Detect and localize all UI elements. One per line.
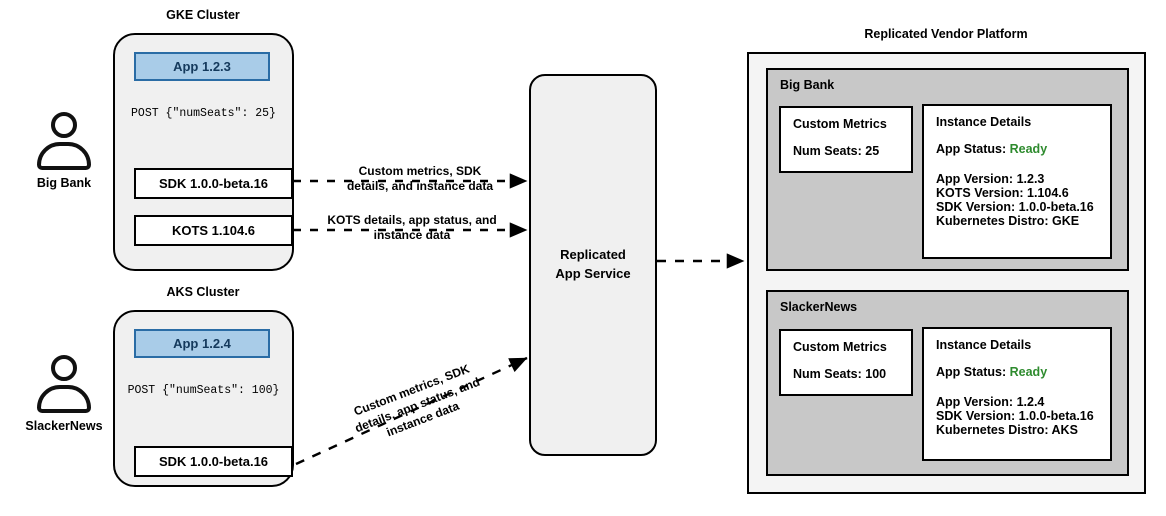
detail-row-app-version: App Version: 1.2.3 <box>936 172 1045 186</box>
aks-cluster-title: AKS Cluster <box>166 285 240 299</box>
edge-label-gke-kots: KOTS details, app status, and instance d… <box>312 213 512 243</box>
instance-details-card-big-bank: Instance Details App Status: Ready App V… <box>922 104 1112 259</box>
app-status-row: App Status: Ready <box>936 365 1098 379</box>
service-label-line-1: Replicated <box>560 247 626 263</box>
edge-label-line-1: Custom metrics, SDK <box>358 164 482 178</box>
spacer <box>936 352 1098 365</box>
edge-label-gke-sdk: Custom metrics, SDK details, and instanc… <box>330 164 510 194</box>
custom-metrics-card-slackernews: Custom Metrics Num Seats: 100 <box>779 329 913 396</box>
num-seats-value: Num Seats: 100 <box>793 367 887 381</box>
person-head-icon <box>51 112 77 138</box>
actor-label-slackernews: SlackerNews <box>25 419 103 433</box>
actor-label-big-bank: Big Bank <box>36 176 92 190</box>
service-label-line-2: App Service <box>555 266 631 281</box>
app-status-label: App Status: <box>936 142 1007 156</box>
person-body-icon <box>37 385 91 413</box>
edge-label-line-2: details, and instance data <box>346 179 494 193</box>
tenant-name-slackernews: SlackerNews <box>780 300 858 314</box>
service-label: Replicated App Service <box>555 246 630 284</box>
custom-metrics-card-big-bank: Custom Metrics Num Seats: 25 <box>779 106 913 173</box>
aks-post-label: POST {"numSeats": 100} <box>127 384 280 397</box>
aks-app-box[interactable]: App 1.2.4 <box>134 329 270 358</box>
gke-sdk-box[interactable]: SDK 1.0.0-beta.16 <box>134 168 293 199</box>
status-badge-ready: Ready <box>1009 365 1048 379</box>
gke-cluster-title: GKE Cluster <box>166 8 240 22</box>
edge-label-aks-sdk: Custom metrics, SDK details, app status,… <box>323 350 512 460</box>
gke-post-label: POST {"numSeats": 25} <box>131 107 276 120</box>
replicated-app-service-box[interactable]: Replicated App Service <box>529 74 657 456</box>
detail-row-kots-version: KOTS Version: 1.104.6 <box>936 186 1069 200</box>
instance-details-card-slackernews: Instance Details App Status: Ready App V… <box>922 327 1112 461</box>
spacer <box>936 379 1098 395</box>
card-title: Custom Metrics <box>793 340 887 354</box>
card-title: Instance Details <box>936 115 1032 129</box>
spacer <box>936 156 1098 172</box>
detail-row-sdk-version: SDK Version: 1.0.0-beta.16 <box>936 409 1094 423</box>
edge-label-line-1: KOTS details, app status, and <box>327 213 497 227</box>
gke-kots-box[interactable]: KOTS 1.104.6 <box>134 215 293 246</box>
app-status-label: App Status: <box>936 365 1007 379</box>
edge-label-line-2: instance data <box>373 228 451 242</box>
num-seats-value: Num Seats: 25 <box>793 144 880 158</box>
detail-row-k8s-distro: Kubernetes Distro: AKS <box>936 423 1078 437</box>
aks-sdk-box[interactable]: SDK 1.0.0-beta.16 <box>134 446 293 477</box>
card-title: Instance Details <box>936 338 1032 352</box>
detail-row-sdk-version: SDK Version: 1.0.0-beta.16 <box>936 200 1094 214</box>
spacer <box>936 129 1098 142</box>
status-badge-ready: Ready <box>1009 142 1048 156</box>
card-title: Custom Metrics <box>793 117 887 131</box>
platform-title: Replicated Vendor Platform <box>864 27 1028 41</box>
person-body-icon <box>37 142 91 170</box>
app-status-row: App Status: Ready <box>936 142 1098 156</box>
detail-row-k8s-distro: Kubernetes Distro: GKE <box>936 214 1080 228</box>
detail-row-app-version: App Version: 1.2.4 <box>936 395 1045 409</box>
spacer <box>793 354 899 367</box>
spacer <box>793 131 899 144</box>
gke-app-box[interactable]: App 1.2.3 <box>134 52 270 81</box>
person-head-icon <box>51 355 77 381</box>
tenant-name-big-bank: Big Bank <box>780 78 835 92</box>
